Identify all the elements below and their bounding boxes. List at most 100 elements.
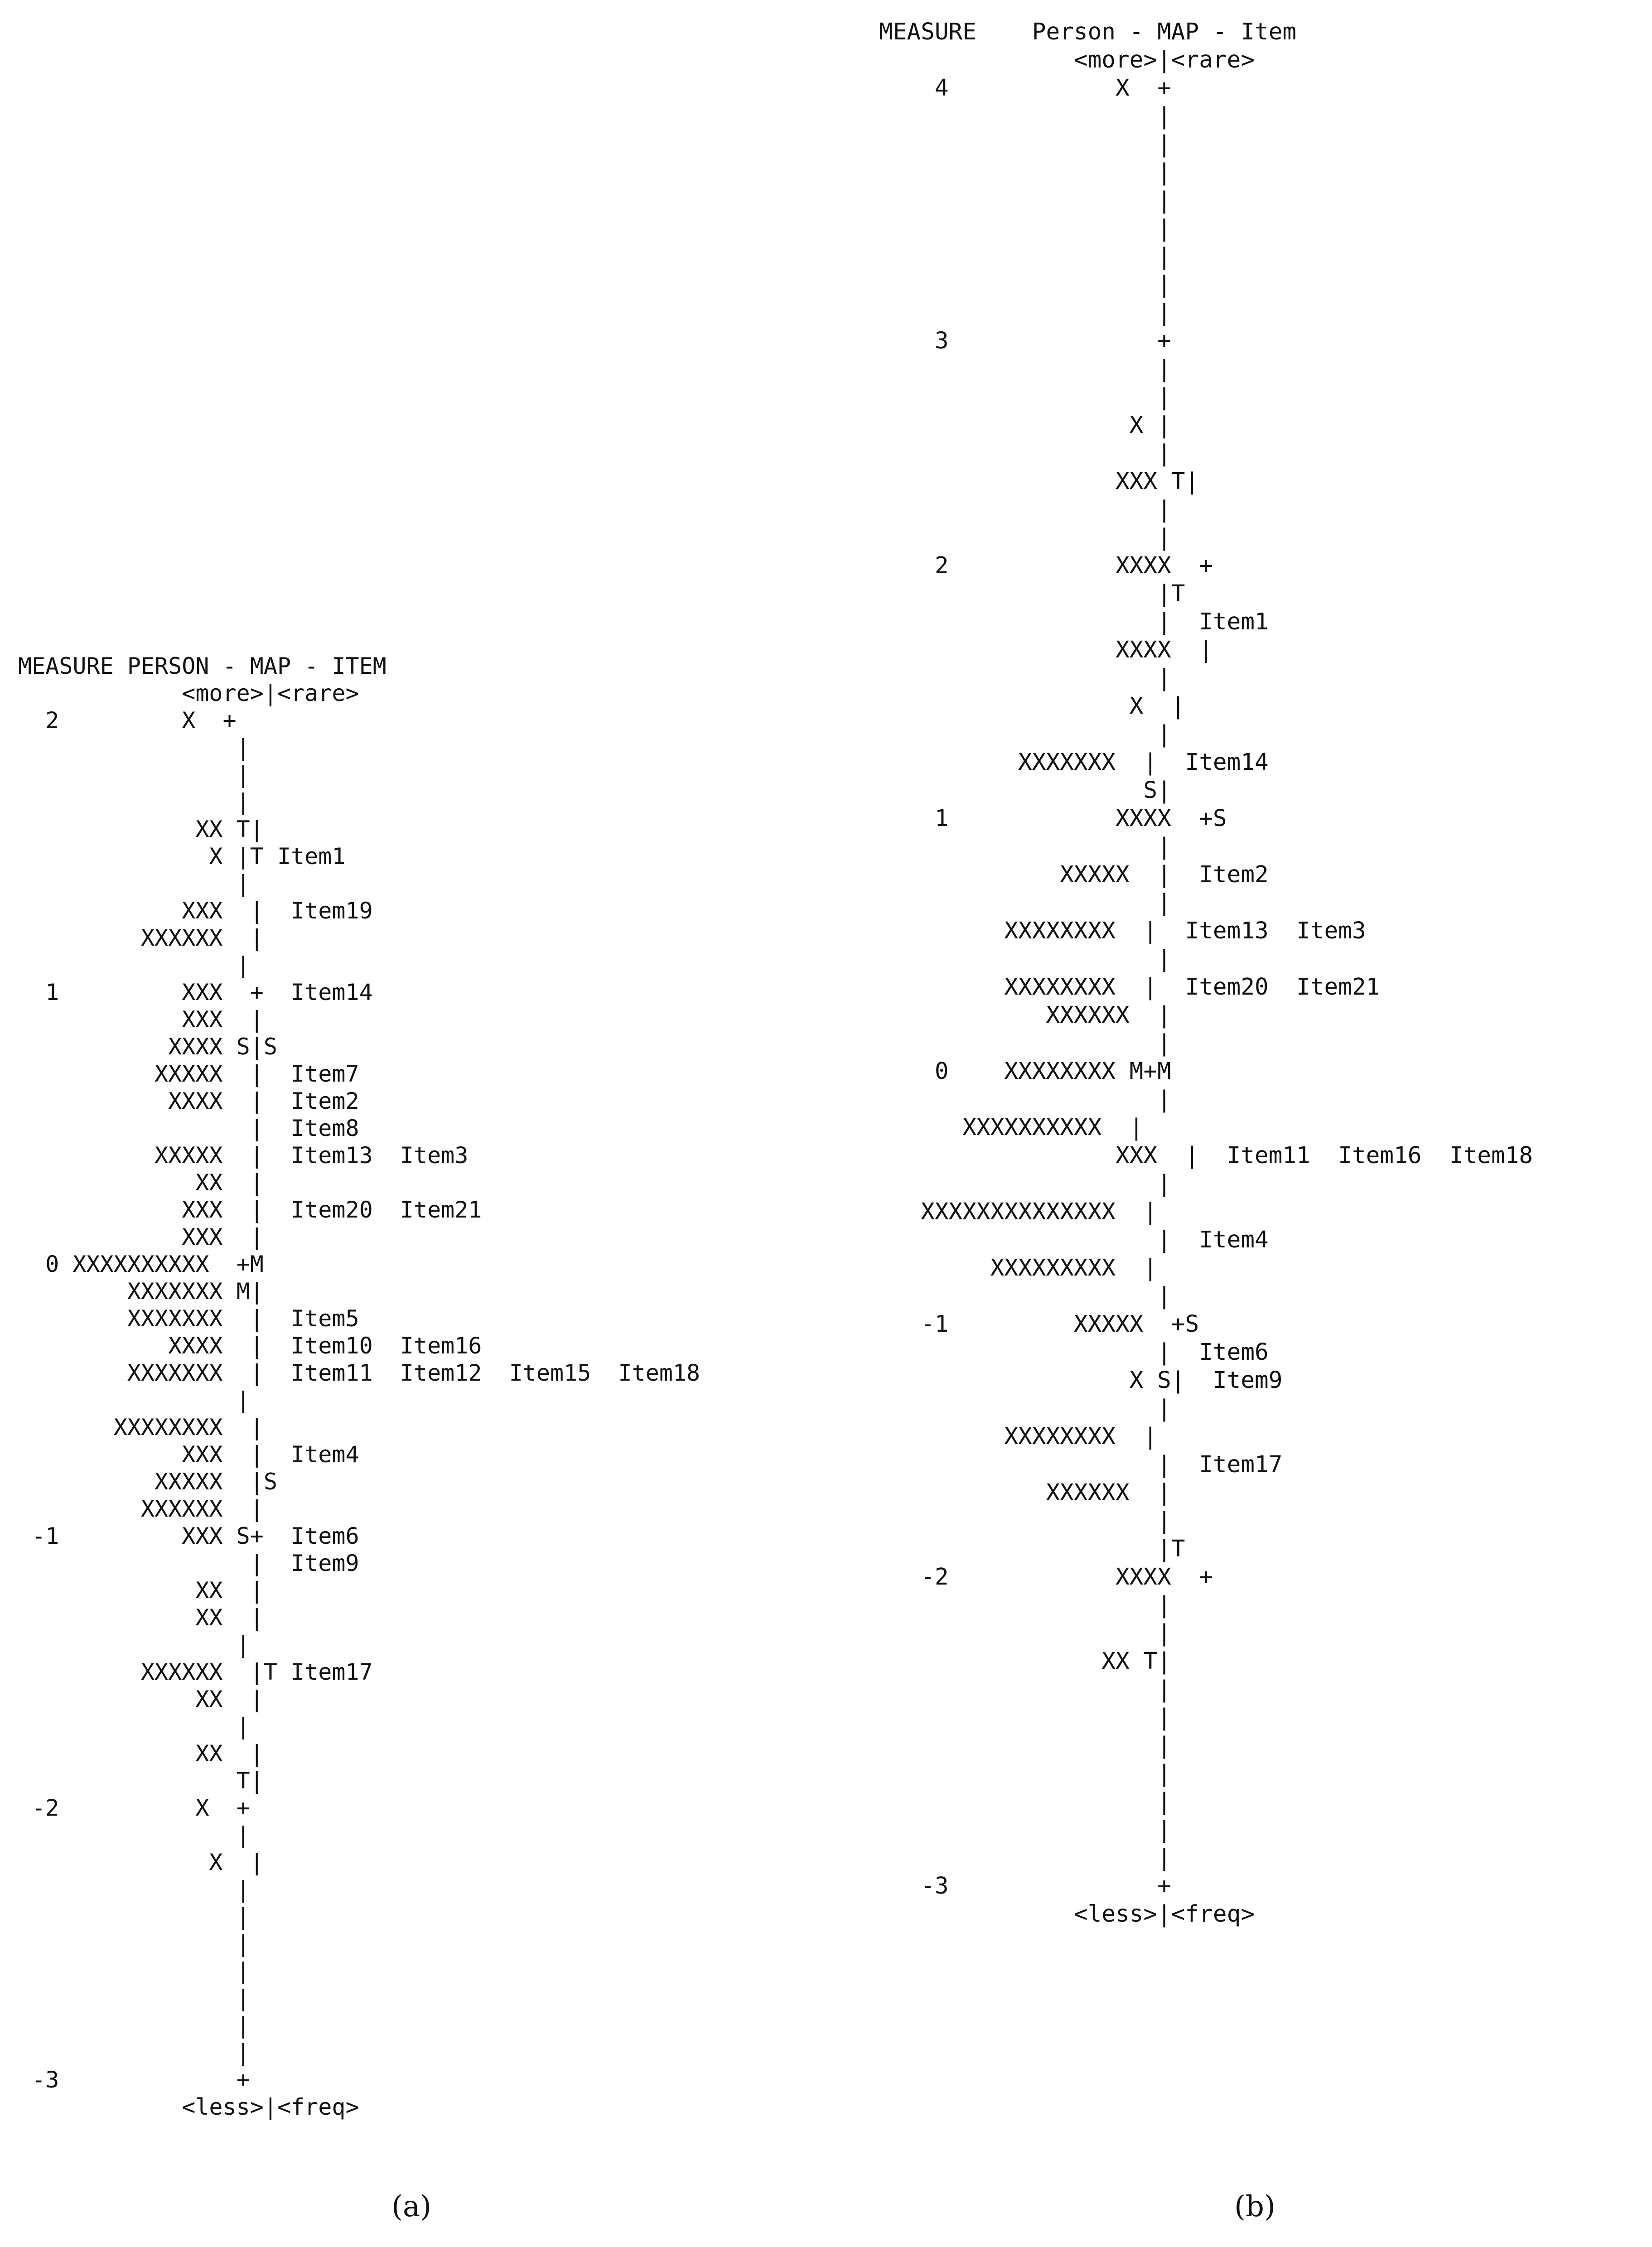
map-line: -3 + — [18, 2067, 250, 2093]
map-line: | — [879, 1283, 1171, 1310]
map-line: | — [18, 870, 250, 897]
map-line: XXXXXXXXXXXXXX | — [879, 1198, 1158, 1225]
map-line: | Item9 — [18, 1550, 359, 1576]
map-line: | — [879, 1395, 1171, 1422]
map-line: <less>|<freq> — [879, 1901, 1255, 1928]
map-line: XXXXXXXX | — [18, 1414, 264, 1440]
map-line: | — [18, 2039, 250, 2066]
map-line: MEASURE Person - MAP - Item — [879, 19, 1297, 45]
map-line: | — [879, 1620, 1171, 1647]
map-line: | — [879, 440, 1171, 467]
map-line: | — [18, 1387, 250, 1413]
map-line: | Item17 — [879, 1451, 1283, 1478]
map-line: | — [18, 1876, 250, 1903]
map-line: | — [18, 762, 250, 788]
map-line: XX T| — [18, 816, 264, 842]
map-line: -1 XXX S+ Item6 — [18, 1523, 359, 1549]
map-line: | Item8 — [18, 1115, 359, 1141]
map-line: XXXX | Item10 Item16 — [18, 1333, 482, 1359]
map-line: | — [879, 1845, 1171, 1871]
map-line: | Item1 — [879, 609, 1269, 635]
map-line: | — [879, 833, 1171, 860]
map-line: XX T| — [879, 1648, 1171, 1675]
map-line: S| — [879, 777, 1171, 804]
map-line: | — [18, 1931, 250, 1957]
map-line: XXX | Item19 — [18, 898, 373, 924]
map-line: XXXXXXXX | Item20 Item21 — [879, 974, 1380, 1000]
map-line: | — [879, 1170, 1171, 1197]
map-line: 4 X + — [879, 75, 1171, 101]
map-line: | — [879, 103, 1171, 130]
map-line: 1 XXXX +S — [879, 805, 1227, 832]
map-line: XXXX | Item2 — [18, 1088, 359, 1114]
map-line: |T — [879, 580, 1185, 607]
map-line: | Item4 — [879, 1227, 1269, 1253]
map-line: XXX | Item20 Item21 — [18, 1197, 482, 1223]
map-line: | — [879, 721, 1171, 748]
map-line: XX | — [18, 1577, 264, 1604]
map-line: XXX | Item11 Item16 Item18 — [879, 1142, 1533, 1169]
map-line: | — [879, 1788, 1171, 1815]
map-line: |T — [879, 1536, 1185, 1562]
map-line: XXXXX |S — [18, 1469, 277, 1495]
map-line: XXXXXXXXX | — [879, 1255, 1158, 1281]
map-line: | Item6 — [879, 1339, 1269, 1366]
map-line: 1 XXX + Item14 — [18, 979, 373, 1005]
panel-caption-a: (a) — [391, 2190, 432, 2223]
map-line: <more>|<rare> — [879, 47, 1255, 73]
map-line: | — [18, 952, 250, 978]
panel-caption-b: (b) — [1234, 2190, 1275, 2223]
map-line: -2 X + — [18, 1795, 250, 1821]
map-line: 2 XXXX + — [879, 552, 1213, 579]
map-line: X S| Item9 — [879, 1367, 1283, 1394]
map-line: X | — [18, 1849, 264, 1875]
map-line: | — [18, 1904, 250, 1930]
map-line: -2 XXXX + — [879, 1564, 1213, 1590]
map-line: | — [879, 1817, 1171, 1843]
map-line: | — [879, 384, 1171, 411]
map-line: T| — [18, 1768, 264, 1794]
map-line: | — [18, 735, 250, 761]
map-line: | — [18, 1958, 250, 1984]
map-line: XXXXXX | — [879, 1002, 1171, 1029]
map-line: | — [879, 1676, 1171, 1703]
map-line: XXXXXXXXXX | — [879, 1114, 1144, 1141]
map-line: | — [879, 356, 1171, 382]
map-line: | — [879, 1732, 1171, 1759]
map-line: -1 XXXXX +S — [879, 1311, 1199, 1338]
map-line: XXXXXX | — [18, 1496, 264, 1522]
map-line: <less>|<freq> — [18, 2094, 359, 2120]
map-line: XXXXXXX M| — [18, 1278, 264, 1305]
map-line: | — [18, 1632, 250, 1658]
map-line: 0 XXXXXXXXXX +M — [18, 1251, 264, 1277]
map-line: XXXXXXX | Item5 — [18, 1305, 359, 1332]
map-line: XXXX S|S — [18, 1034, 277, 1060]
map-line: | — [879, 1704, 1171, 1731]
map-line: | — [879, 131, 1171, 158]
map-line: XXXXXX | — [18, 925, 264, 951]
map-line: | — [879, 524, 1171, 551]
map-line: XXX T| — [879, 468, 1199, 495]
map-line: | — [879, 187, 1171, 214]
map-line: XXXXX | Item2 — [879, 861, 1269, 888]
map-line: | — [879, 159, 1171, 186]
map-line: XXXXXX |T Item17 — [18, 1659, 373, 1685]
map-line: XXXX | — [879, 637, 1213, 663]
map-line: | — [879, 243, 1171, 270]
map-line: XX | — [18, 1740, 264, 1767]
map-line: XXX | — [18, 1224, 264, 1250]
map-line: XX | — [18, 1169, 264, 1196]
map-line: 2 X + — [18, 707, 237, 734]
map-line: 3 + — [879, 328, 1171, 354]
map-line: | — [879, 1508, 1171, 1534]
map-line: | — [879, 1760, 1171, 1787]
map-line: | — [879, 946, 1171, 972]
person-item-map-a: MEASURE PERSON - MAP - ITEM <more>|<rare… — [18, 652, 843, 2157]
map-line: | — [18, 1822, 250, 1848]
map-line: XXXXXX | — [879, 1479, 1171, 1506]
map-line: | — [879, 889, 1171, 916]
map-line: XXXXXXXX | — [879, 1423, 1158, 1450]
map-line: XXXXXXX | Item11 Item12 Item15 Item18 — [18, 1360, 700, 1386]
map-line: | — [879, 300, 1171, 326]
map-line: XXXXXXXX | Item13 Item3 — [879, 918, 1366, 944]
